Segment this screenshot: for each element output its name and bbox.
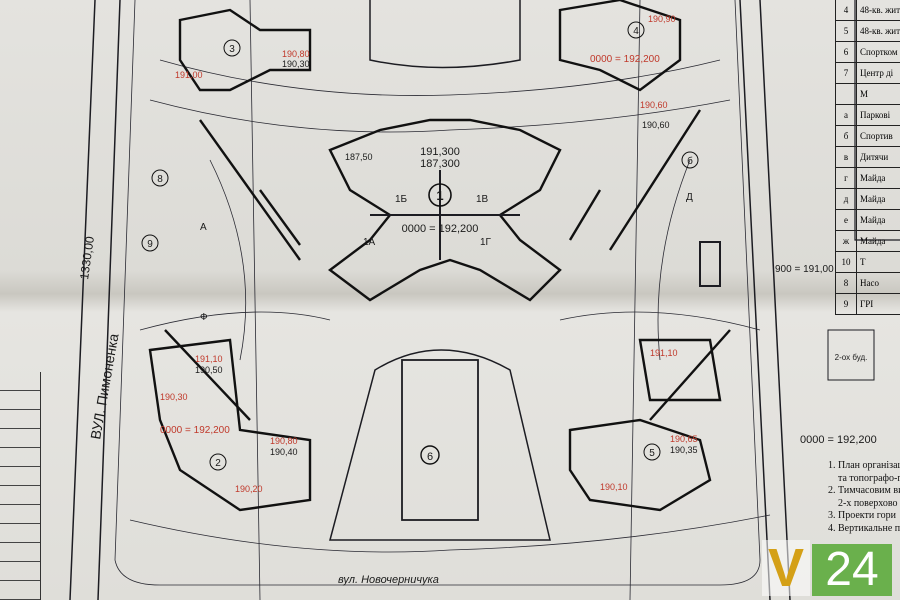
section-label: 1В [476, 194, 489, 205]
datum-mark: 0000 = 192,200 [800, 434, 877, 446]
watermark-24: 24 [812, 544, 892, 596]
section-label: 1А [363, 237, 376, 248]
note-line: та топографо-г [838, 472, 900, 484]
street-label: вул. Новочерничука [338, 574, 439, 586]
section-label: 1Б [395, 194, 408, 205]
annex-building [827, 329, 875, 381]
pathways [164, 109, 731, 421]
building-3: 3 190,80 190,30 [178, 8, 312, 92]
building-number: 6 [427, 451, 433, 463]
svg-text:190,50: 190,50 [195, 365, 223, 375]
building-1: 1 191,300 187,300 0000 = 192,200 1А 1Б 1… [328, 118, 562, 302]
note-line: 4. Вертикальне п [828, 522, 900, 534]
svg-text:8: 8 [157, 174, 163, 185]
elevation-label: 190,40 [270, 447, 298, 457]
svg-text:190,10: 190,10 [600, 482, 628, 492]
building-6: 6 [329, 349, 551, 541]
v24-watermark-logo: V 24 [762, 540, 894, 596]
title-block [0, 372, 41, 600]
note-line: 2-х поверхово [838, 497, 898, 509]
elevation-label: 190,80 [270, 436, 298, 446]
contour-lines [129, 0, 771, 600]
coordinate-label: 1330,00 [77, 235, 97, 280]
elevation-label: 190,80 [282, 49, 310, 59]
spot-elevations: 191,00 187,50 191,10 190,50 190,30 190,6… [160, 70, 678, 494]
datum-mark: 0000 = 192,200 [590, 54, 660, 65]
svg-text:190,20: 190,20 [235, 484, 263, 494]
building-number: 3 [229, 44, 235, 55]
building-number: 2 [215, 458, 221, 469]
building-2: 2 190,80 190,40 [148, 338, 312, 512]
datum-mark: 0000 = 192,200 [402, 223, 479, 235]
svg-text:б: б [687, 155, 693, 167]
note-line: 3. Проекти гори [828, 510, 896, 521]
elevation-label: 191,300 [420, 146, 460, 158]
building-5: 5 190,65 190,35 [568, 338, 722, 512]
svg-text:9: 9 [147, 239, 153, 250]
legend-row: М [835, 84, 900, 105]
svg-text:191,10: 191,10 [650, 348, 678, 358]
elevation-label: 190,30 [282, 59, 310, 69]
svg-text:Д: Д [686, 192, 693, 203]
site-boundary [114, 0, 761, 586]
building-number: 5 [649, 448, 655, 459]
pump-station [699, 241, 721, 287]
svg-text:191,00: 191,00 [175, 70, 203, 80]
table-border [854, 0, 900, 241]
plan-notes: 1. План організаці та топографо-г 2. Тим… [828, 460, 900, 535]
road-lines [69, 0, 791, 600]
svg-text:190,30: 190,30 [160, 392, 188, 402]
elevation-label: 190,35 [670, 445, 698, 455]
top-court [369, 0, 521, 69]
building-number: 4 [633, 26, 639, 37]
svg-text:190,60: 190,60 [640, 100, 668, 110]
svg-text:Ф: Ф [200, 312, 208, 323]
elevation-label: 187,300 [420, 158, 460, 170]
section-label: 1Г [480, 237, 492, 248]
svg-text:А: А [200, 222, 207, 233]
note-line: 1. План організаці [828, 460, 900, 471]
level-mark: 900 = 191,00 [775, 264, 834, 275]
svg-text:191,10: 191,10 [195, 354, 223, 364]
building-4: 4 190,90 190,60 [558, 0, 682, 130]
elevation-label: 190,60 [642, 120, 670, 130]
datum-mark: 0000 = 192,200 [160, 425, 230, 436]
street-label: ВУЛ. Пимоненка [87, 332, 121, 440]
site-markers: 8 9 б А Ф Д [141, 151, 699, 323]
elevation-label: 190,65 [670, 434, 698, 444]
annex-label: 2-ох буд. [835, 353, 868, 362]
elevation-label: 190,90 [648, 14, 676, 24]
building-number: 1 [436, 188, 443, 203]
svg-text:187,50: 187,50 [345, 152, 373, 162]
watermark-v: V [762, 540, 810, 596]
note-line: 2. Тимчасовим ви [828, 485, 900, 496]
